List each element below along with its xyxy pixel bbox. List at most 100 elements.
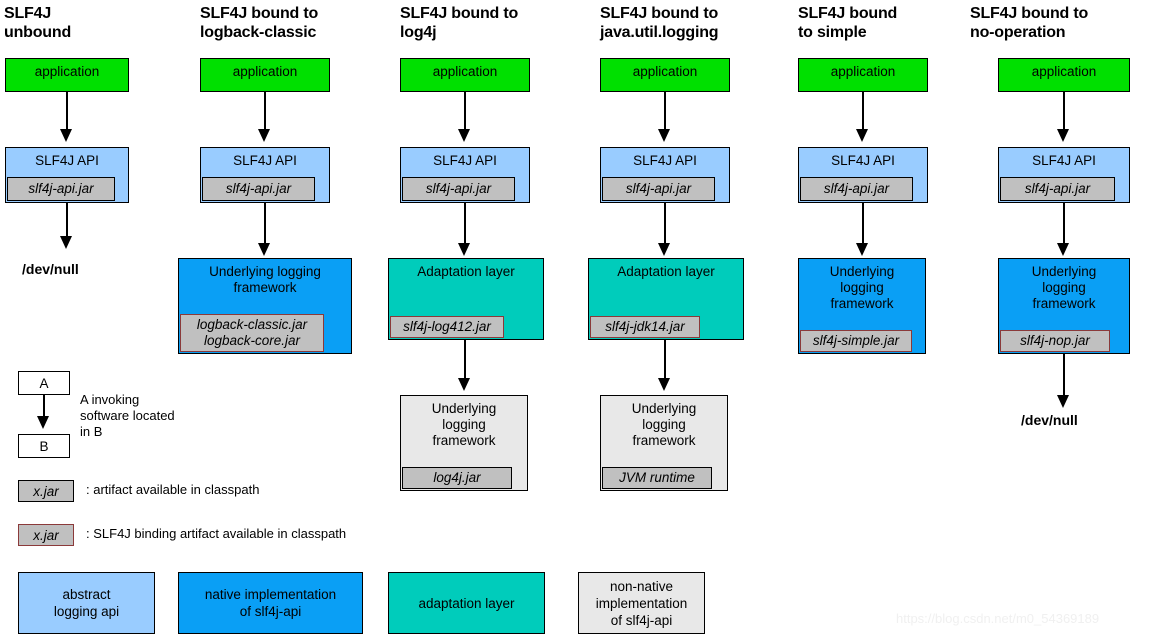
node-label: SLF4J API (633, 153, 697, 168)
column-title-jul: SLF4J bound to java.util.logging (600, 5, 719, 41)
connector-line (664, 92, 666, 133)
node-label: application (232, 64, 298, 79)
connector-line (264, 92, 266, 133)
devnull-label-nop: /dev/null (1021, 412, 1078, 428)
legend-box-b: B (18, 434, 70, 458)
connector-arrowhead (658, 243, 670, 256)
jar-slf4j-api: slf4j-api.jar (402, 177, 515, 201)
legend-ab-caption: A invoking software located in B (80, 392, 175, 439)
jar-slf4j-api: slf4j-api.jar (7, 177, 115, 201)
node-application-unbound: application (5, 58, 129, 92)
node-application-log4j: application (400, 58, 530, 92)
legend-chip-binding: x.jar (18, 524, 74, 546)
connector-arrowhead (458, 243, 470, 256)
node-label: application (432, 64, 498, 79)
node-label: application (1031, 64, 1097, 79)
connector-line (66, 92, 68, 133)
connector-line (264, 203, 266, 247)
node-underlying-framework-simple: Underlying logging framework slf4j-simpl… (798, 258, 926, 354)
node-label: Adaptation layer (617, 264, 715, 279)
node-underlying-framework-jul: Underlying logging framework JVM runtime (600, 395, 728, 491)
connector-arrowhead (60, 236, 72, 249)
connector-arrowhead (1057, 243, 1069, 256)
node-label: Adaptation layer (417, 264, 515, 279)
column-title-logback: SLF4J bound to logback-classic (200, 5, 319, 41)
legend-binding-caption: : SLF4J binding artifact available in cl… (86, 526, 347, 541)
connector-arrowhead (458, 129, 470, 142)
connector-arrowhead (1057, 395, 1069, 408)
node-slf4j-api-logback: SLF4J API slf4j-api.jar (200, 147, 330, 203)
connector-line (1063, 92, 1065, 133)
node-slf4j-api-jul: SLF4J API slf4j-api.jar (600, 147, 730, 203)
column-title-nop: SLF4J bound to no-operation (970, 5, 1089, 41)
connector-arrowhead (458, 378, 470, 391)
node-label: Underlying logging framework (431, 401, 497, 448)
node-label: application (830, 64, 896, 79)
node-label: SLF4J API (233, 153, 297, 168)
node-label: application (632, 64, 698, 79)
connector-arrowhead (60, 129, 72, 142)
legend-swatch-nonnative: non-native implementation of slf4j-api (578, 572, 705, 634)
watermark-text: https://blog.csdn.net/m0_54369189 (896, 611, 1100, 626)
jar-slf4j-jdk14: slf4j-jdk14.jar (590, 316, 700, 338)
node-label: SLF4J API (433, 153, 497, 168)
node-application-nop: application (998, 58, 1130, 92)
node-slf4j-api-unbound: SLF4J API slf4j-api.jar (5, 147, 129, 203)
jar-log4j: log4j.jar (402, 467, 512, 489)
column-title-simple: SLF4J bound to simple (798, 5, 898, 41)
connector-arrowhead (658, 378, 670, 391)
node-application-logback: application (200, 58, 330, 92)
node-underlying-framework-nop: Underlying logging framework slf4j-nop.j… (998, 258, 1130, 354)
connector-line (464, 340, 466, 382)
column-title-log4j: SLF4J bound to log4j (400, 5, 519, 41)
jar-slf4j-api: slf4j-api.jar (202, 177, 315, 201)
connector-line (464, 92, 466, 133)
node-slf4j-api-log4j: SLF4J API slf4j-api.jar (400, 147, 530, 203)
node-label: Underlying logging framework (631, 401, 697, 448)
jar-logback: logback-classic.jar logback-core.jar (180, 314, 324, 352)
connector-line (464, 203, 466, 247)
node-label: application (34, 64, 100, 79)
legend-chip-artifact: x.jar (18, 480, 74, 502)
node-label: SLF4J API (35, 153, 99, 168)
node-application-jul: application (600, 58, 730, 92)
connector-line (664, 340, 666, 382)
connector-arrowhead (258, 243, 270, 256)
jar-slf4j-api: slf4j-api.jar (602, 177, 715, 201)
node-label: SLF4J API (831, 153, 895, 168)
node-adaptation-layer-log4j: Adaptation layer slf4j-log412.jar (388, 258, 544, 340)
devnull-label-unbound: /dev/null (22, 261, 79, 277)
jar-slf4j-nop: slf4j-nop.jar (1000, 330, 1110, 352)
connector-line (1063, 203, 1065, 247)
node-slf4j-api-simple: SLF4J API slf4j-api.jar (798, 147, 928, 203)
legend-artifact-caption: : artifact available in classpath (86, 482, 260, 497)
connector-line (862, 203, 864, 247)
node-underlying-framework-log4j: Underlying logging framework log4j.jar (400, 395, 528, 491)
node-adaptation-layer-jul: Adaptation layer slf4j-jdk14.jar (588, 258, 744, 340)
node-application-simple: application (798, 58, 928, 92)
connector-line (664, 203, 666, 247)
legend-swatch-abstract-api: abstract logging api (18, 572, 155, 634)
connector-arrowhead (1057, 129, 1069, 142)
connector-arrowhead (856, 129, 868, 142)
connector-line (66, 203, 68, 240)
legend-swatch-adaptation: adaptation layer (388, 572, 545, 634)
connector-line (1063, 354, 1065, 399)
jar-slf4j-api: slf4j-api.jar (1000, 177, 1115, 201)
node-label: SLF4J API (1032, 153, 1096, 168)
node-slf4j-api-nop: SLF4J API slf4j-api.jar (998, 147, 1130, 203)
legend-connector-line (43, 395, 45, 420)
connector-arrowhead (258, 129, 270, 142)
jar-jvm-runtime: JVM runtime (602, 467, 712, 489)
node-label: Underlying logging framework (1031, 264, 1097, 311)
legend-swatch-native-impl: native implementation of slf4j-api (178, 572, 363, 634)
legend-box-a: A (18, 371, 70, 395)
jar-slf4j-simple: slf4j-simple.jar (800, 330, 912, 352)
node-label: Underlying logging framework (209, 264, 321, 295)
connector-arrowhead (856, 243, 868, 256)
node-underlying-framework-logback: Underlying logging framework logback-cla… (178, 258, 352, 354)
legend-connector-arrowhead (37, 416, 49, 429)
node-label: Underlying logging framework (829, 264, 895, 311)
column-title-unbound: SLF4J unbound (4, 5, 72, 41)
